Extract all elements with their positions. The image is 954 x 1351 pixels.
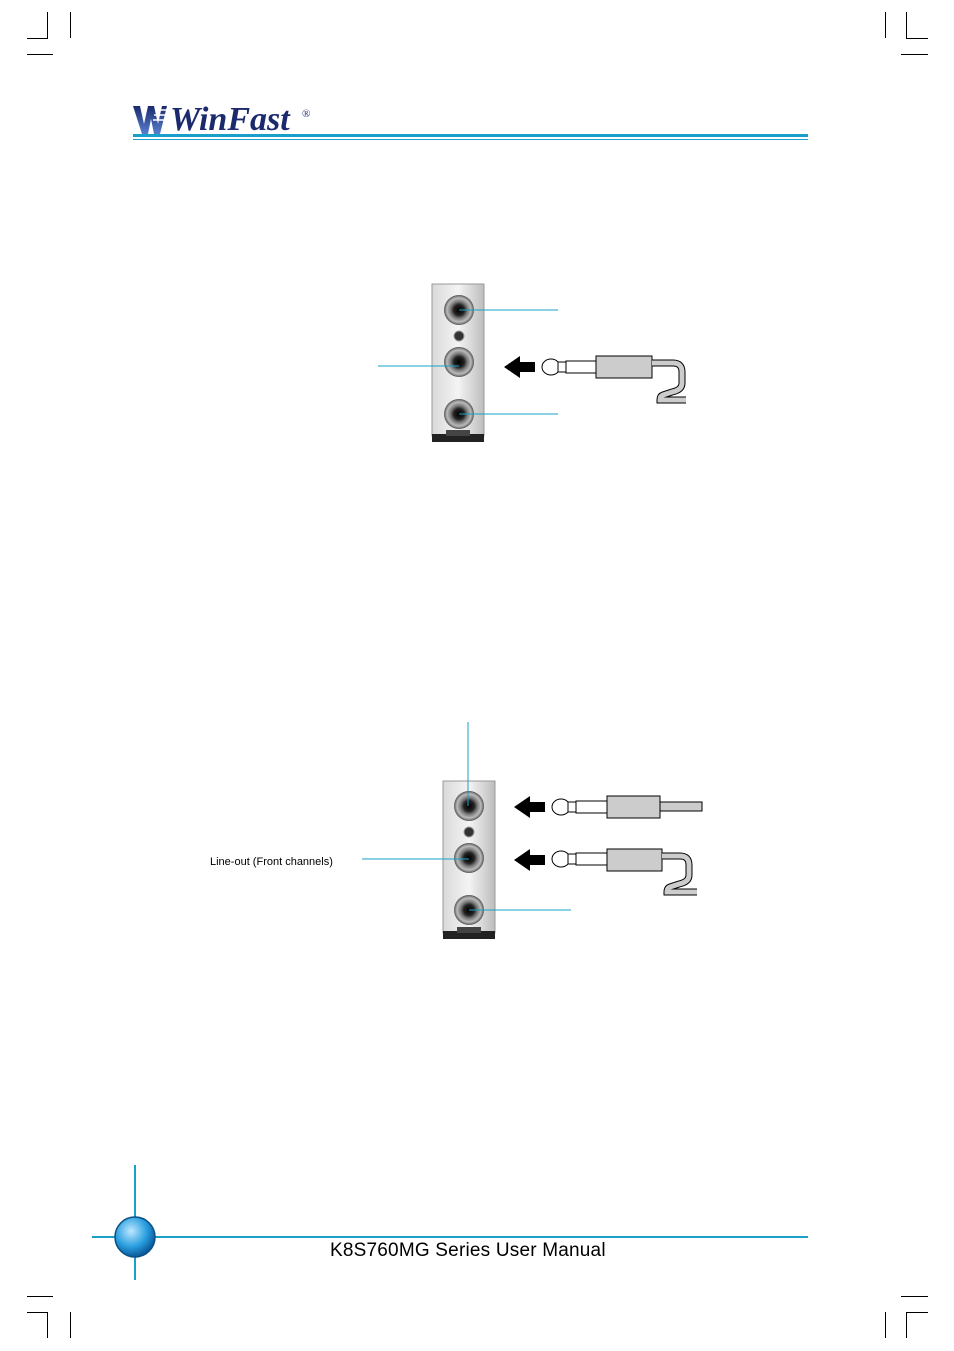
arrow-left-icon: [504, 356, 535, 378]
line-in-jack: [454, 791, 484, 821]
manual-title: K8S760MG Series User Manual: [330, 1240, 606, 1261]
winfast-w-icon: [133, 106, 168, 134]
logo-wordmark: WinFast: [170, 101, 290, 138]
audio-plug-icon: [551, 848, 697, 896]
line-out-jack: [454, 843, 484, 873]
audio-plug-icon: [541, 355, 686, 404]
audio-plug-icon: [551, 795, 703, 819]
arrow-left-icon: [514, 796, 545, 818]
footer-rule: [92, 1236, 808, 1238]
page-bubble-icon: [114, 1216, 156, 1258]
audio-jack-figure-1: [378, 283, 686, 442]
line-out-jack: [444, 347, 474, 377]
header-rule-thin: [133, 139, 808, 140]
line-out-label: Line-out (Front channels): [210, 856, 333, 868]
arrow-left-icon: [514, 849, 545, 871]
header-rule: [133, 134, 808, 137]
registered-mark: ®: [302, 108, 311, 120]
audio-jack-figure-2: [362, 722, 703, 939]
